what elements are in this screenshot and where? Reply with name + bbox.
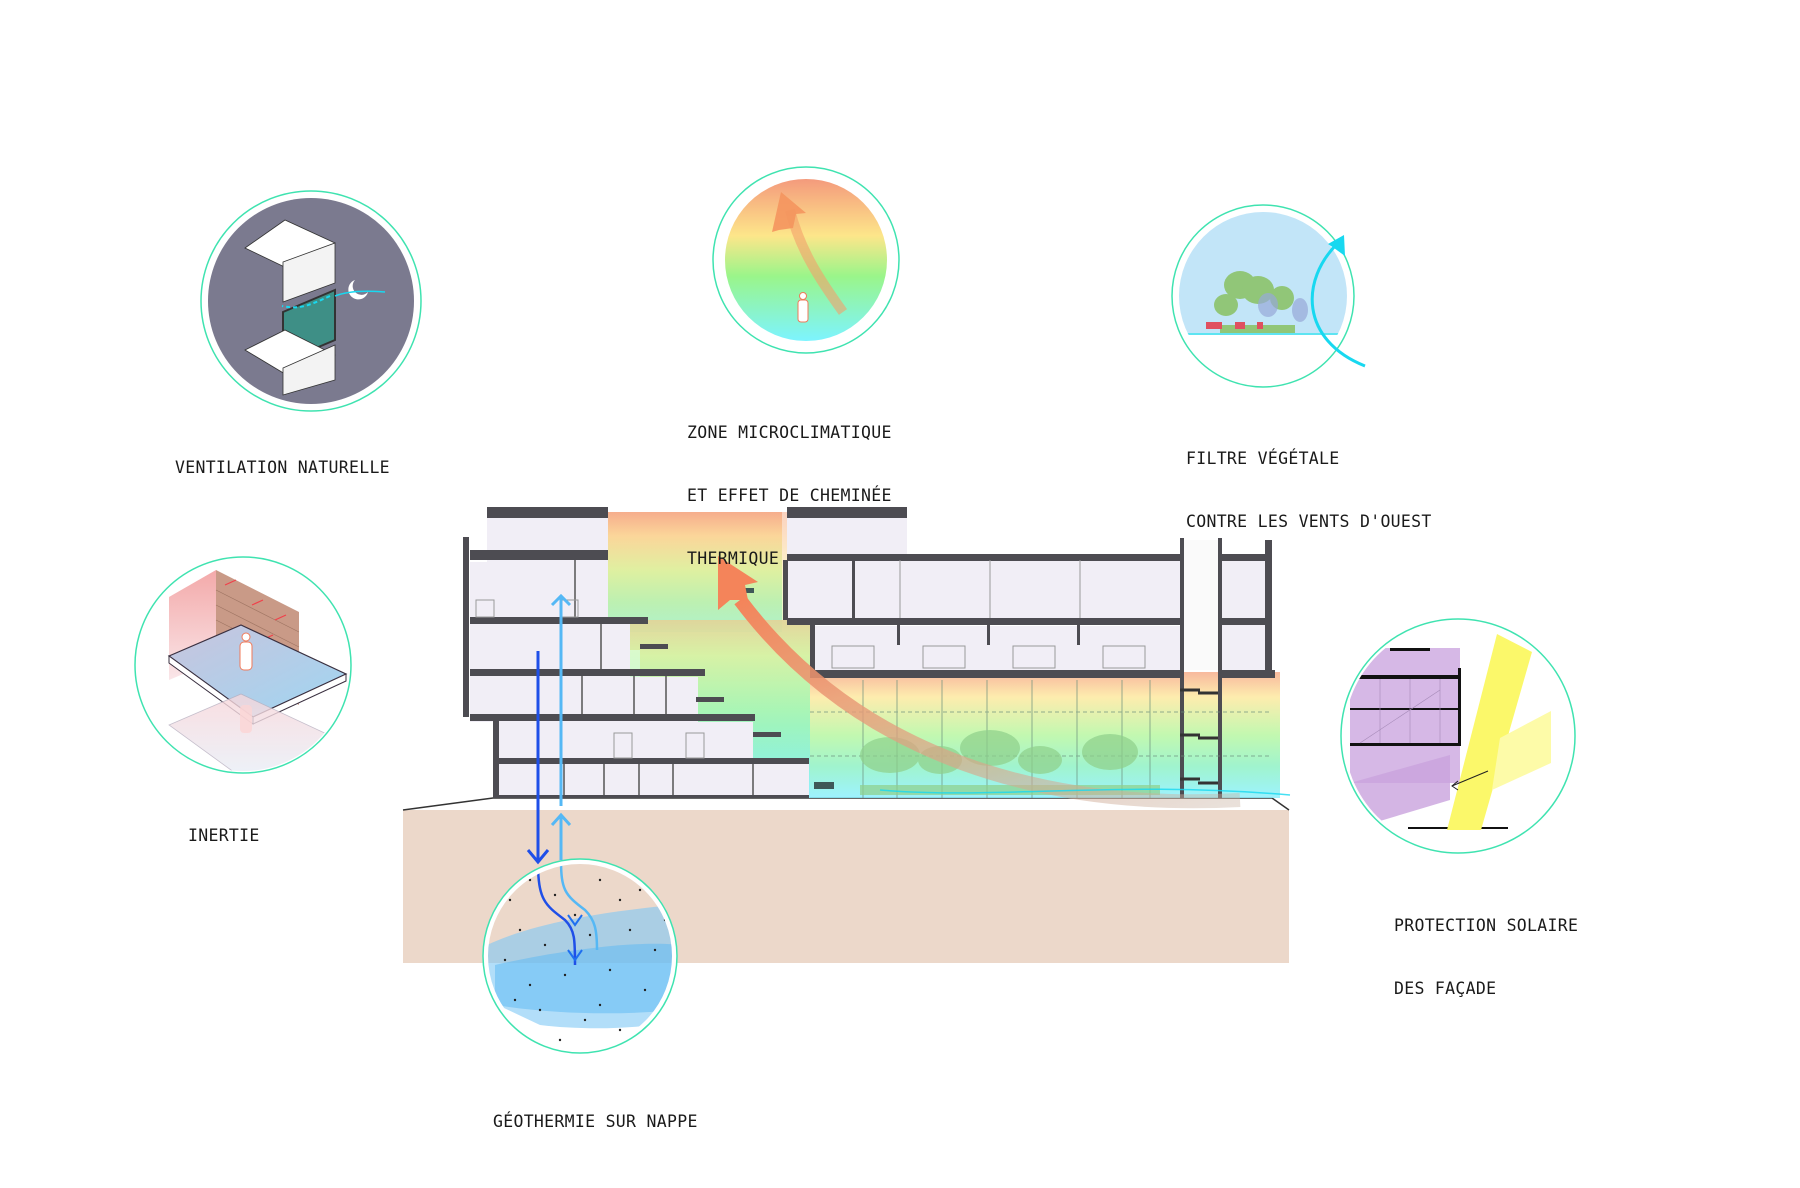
ventilation-circle [200, 190, 422, 412]
geothermal-pipes [526, 593, 572, 865]
label-line: DES FAÇADE [1394, 979, 1497, 998]
wind-arrow-icon [1328, 235, 1345, 256]
person-icon [797, 292, 809, 323]
geothermal-circle [482, 858, 678, 1054]
label-line: ZONE MICROCLIMATIQUE [687, 423, 892, 442]
west-wind-arrow [879, 788, 1291, 796]
solar-protection-circle [1340, 618, 1576, 854]
label-microclimat: ZONE MICROCLIMATIQUE ET EFFET DE CHEMINÉ… [687, 380, 892, 590]
label-inertie: INERTIE [188, 783, 260, 867]
soil-particles [503, 878, 667, 1042]
inertia-circle [134, 556, 352, 774]
label-line: ET EFFET DE CHEMINÉE [687, 486, 892, 505]
chimney-airflow-arrow [734, 595, 1241, 809]
microclimate-circle [712, 166, 900, 354]
chimney-arrow-head [718, 556, 758, 610]
label-geothermie: GÉOTHERMIE SUR NAPPE [493, 1069, 698, 1153]
label-line: PROTECTION SOLAIRE [1394, 916, 1579, 935]
person-icon [239, 632, 253, 733]
label-line: THERMIQUE [687, 549, 780, 568]
label-line: FILTRE VÉGÉTALE [1186, 449, 1340, 468]
vegetal-filter-circle [1171, 204, 1366, 388]
building-section [463, 507, 1291, 865]
moon-icon [348, 280, 368, 300]
label-filtre: FILTRE VÉGÉTALE CONTRE LES VENTS D'OUEST [1186, 406, 1432, 553]
label-line: CONTRE LES VENTS D'OUEST [1186, 512, 1432, 531]
label-line: GÉOTHERMIE SUR NAPPE [493, 1112, 698, 1131]
label-ventilation: VENTILATION NATURELLE [175, 415, 390, 499]
label-line: INERTIE [188, 826, 260, 845]
label-solaire: PROTECTION SOLAIRE DES FAÇADE [1394, 873, 1578, 1020]
label-line: VENTILATION NATURELLE [175, 458, 390, 477]
